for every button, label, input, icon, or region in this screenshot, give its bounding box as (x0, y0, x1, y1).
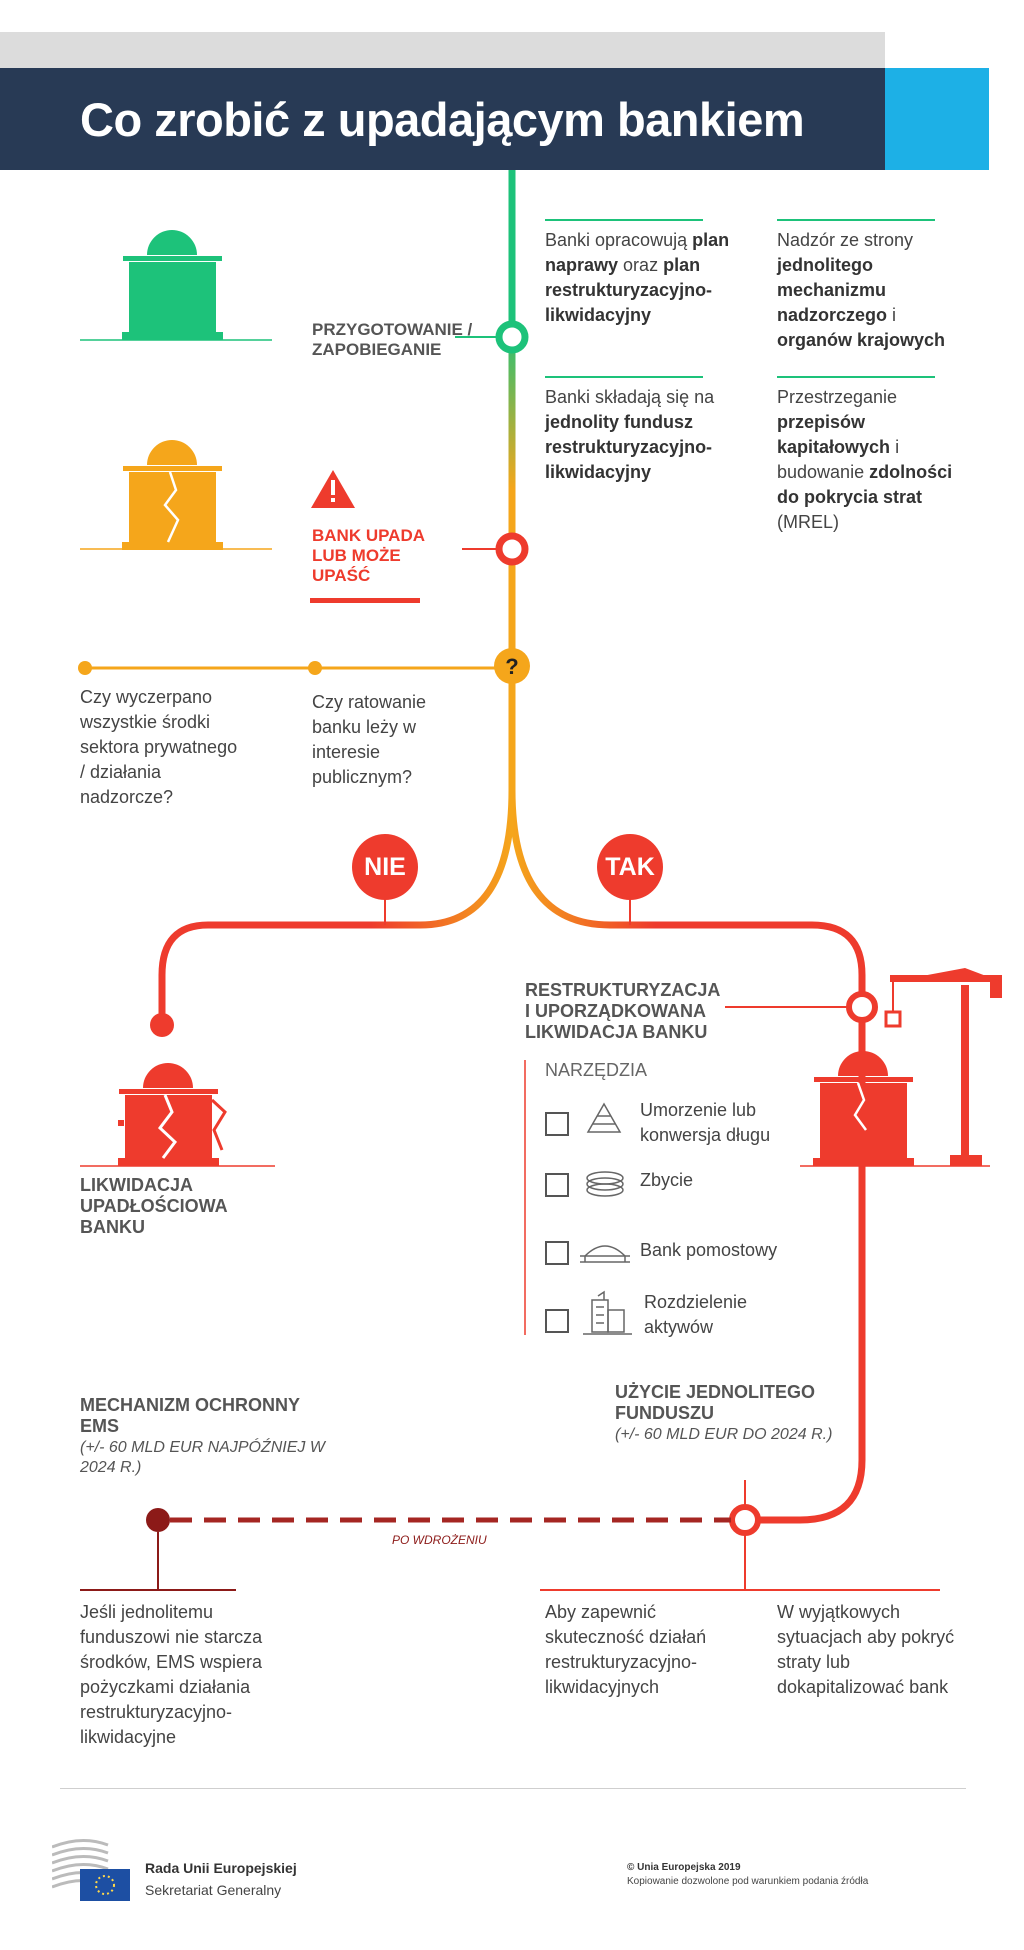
prevention-text-4: Przestrzeganie przepisów kapitałowych i … (777, 387, 953, 532)
question-icon: ? (505, 654, 518, 679)
bank-collapsing-icon (118, 1063, 227, 1166)
stage-prevention-label: PRZYGOTOWANIE / ZAPOBIEGANIE (312, 320, 473, 359)
tool-checkbox-2[interactable] (545, 1173, 569, 1197)
coins-icon (586, 1171, 624, 1197)
tool-checkbox-3[interactable] (545, 1241, 569, 1265)
bank-healthy-icon (122, 230, 223, 340)
footer-divider (60, 1788, 966, 1789)
liquidation-label: LIKWIDACJA UPADŁOŚCIOWA BANKU (80, 1175, 227, 1237)
bank-cracked-icon (122, 440, 223, 550)
bank-crane-icon (813, 968, 1002, 1166)
blue-accent-block (885, 68, 989, 170)
tool-label-3: Bank pomostowy (640, 1240, 778, 1260)
question-dot-1 (78, 661, 92, 675)
ems-heading: MECHANIZM OCHRONNY EMS (80, 1395, 300, 1436)
fund-text-1: Aby zapewnić skuteczność działań restruk… (545, 1602, 707, 1697)
question-1: Czy wyczerpano wszystkie środki sektora … (80, 687, 238, 807)
tool-label-2: Zbycie (640, 1170, 694, 1190)
node-resolution (846, 991, 878, 1023)
page-title: Co zrobić z upadającym bankiem (80, 93, 805, 146)
node-fund (729, 1504, 761, 1536)
ems-link-label: PO WDROŻENIU (392, 1533, 487, 1547)
node-ems (146, 1508, 170, 1532)
resolution-label: RESTRUKTURYZACJA I UPORZĄDKOWANA LIKWIDA… (525, 980, 720, 1042)
buildings-icon (583, 1290, 632, 1335)
ems-subheading: (+/- 60 MLD EUR NAJPÓŹNIEJ W 2024 R.) (80, 1439, 325, 1476)
license-note: Kopiowanie dozwolone pod warunkiem podan… (627, 1876, 869, 1887)
ems-text: Jeśli jednolitemu funduszowi nie starcza… (80, 1602, 263, 1747)
branch-yes-badge: TAK (597, 834, 663, 900)
branch-no-line (158, 789, 516, 1025)
council-logo (52, 1839, 130, 1901)
bridge-icon (580, 1245, 630, 1263)
prevention-text-1: Banki opracowują plan naprawy oraz plan … (545, 230, 730, 325)
tool-checkbox-1[interactable] (545, 1112, 569, 1136)
question-2: Czy ratowanie banku leży w interesie pub… (312, 692, 427, 787)
tool-label-1: Umorzenie lub konwersja długu (640, 1100, 771, 1145)
branch-yes-line (508, 789, 866, 1524)
prevention-text-2: Nadzór ze strony jednolitego mechanizmu … (777, 230, 946, 350)
node-liquidation (150, 1013, 174, 1037)
org-subtitle: Sekretariat Generalny (145, 1882, 282, 1898)
question-dot-2 (308, 661, 322, 675)
tool-label-4: Rozdzielenie aktywów (644, 1292, 748, 1337)
branch-no-badge: NIE (352, 834, 418, 900)
prevention-text-3: Banki składają się na jednolity fundusz … (545, 387, 715, 482)
node-question (494, 648, 530, 684)
fund-heading: UŻYCIE JEDNOLITEGO FUNDUSZU (615, 1382, 816, 1423)
tool-checkbox-4[interactable] (545, 1309, 569, 1333)
fund-subheading: (+/- 60 MLD EUR DO 2024 R.) (615, 1426, 833, 1443)
title-banner (0, 68, 885, 170)
copyright: © Unia Europejska 2019 (627, 1862, 741, 1873)
tools-heading: NARZĘDZIA (545, 1060, 648, 1080)
top-gray-band (0, 32, 885, 70)
org-name: Rada Unii Europejskiej (145, 1860, 297, 1876)
warning-icon (311, 470, 355, 508)
node-failing (495, 532, 529, 566)
fund-text-2: W wyjątkowych sytuacjach aby pokryć stra… (777, 1602, 955, 1697)
node-prevention (495, 320, 529, 354)
pyramid-icon (586, 1102, 622, 1133)
stage-failing-label: BANK UPADA LUB MOŻE UPAŚĆ (312, 526, 425, 585)
